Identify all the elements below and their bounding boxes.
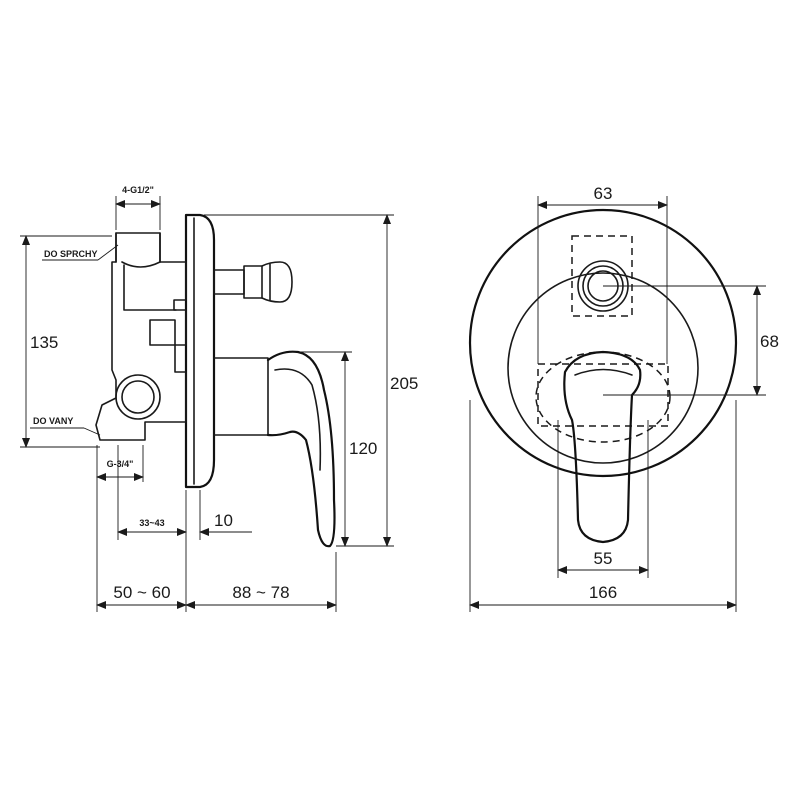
side-view: 4-G1/2" DO SPRCHY DO VANY 135 G-3/4" 33~… <box>20 185 418 612</box>
bath-outlet-outer <box>115 374 161 420</box>
label-inlet-height: 135 <box>30 333 58 352</box>
label-inlet-thread: 4-G1/2" <box>122 185 154 195</box>
diverter-knob <box>243 261 293 303</box>
bath-outlet-inner <box>121 380 155 414</box>
label-lever-depth: 88 ~ 78 <box>232 583 289 602</box>
label-to-bath: DO VANY <box>33 416 73 426</box>
lever-handle <box>266 350 336 548</box>
label-total-height: 205 <box>390 374 418 393</box>
label-range-depth: 33~43 <box>139 518 164 528</box>
diverter-stem <box>213 269 245 295</box>
lever-housing <box>213 357 269 436</box>
valve-body <box>95 232 187 441</box>
label-outlet-thread: G-3/4" <box>107 459 134 469</box>
valve-body-curve <box>121 261 161 268</box>
label-lever-width: 55 <box>594 549 613 568</box>
leader-bath-tip <box>83 427 101 436</box>
label-plate-diameter: 166 <box>589 583 617 602</box>
lever-front <box>563 350 642 544</box>
label-plate-thickness: 10 <box>214 511 233 530</box>
wall-plate-profile <box>184 213 216 489</box>
label-cover-width: 63 <box>594 184 613 203</box>
leader-shower-tip <box>97 244 119 261</box>
hidden-diverter-body <box>571 235 633 317</box>
valve-body-block <box>149 319 176 346</box>
wall-plate-outer <box>468 208 738 478</box>
lever-front-inner <box>574 368 633 376</box>
valve-body-inner <box>123 264 177 311</box>
front-view: 63 68 55 166 <box>468 184 779 612</box>
lever-handle-inner <box>274 368 322 471</box>
label-to-shower: DO SPRCHY <box>44 249 98 259</box>
wall-plate-inner <box>507 272 699 464</box>
label-cover-height: 68 <box>760 332 779 351</box>
hidden-cartridge <box>535 351 671 443</box>
label-body-depth: 50 ~ 60 <box>113 583 170 602</box>
label-lever-height: 120 <box>349 439 377 458</box>
